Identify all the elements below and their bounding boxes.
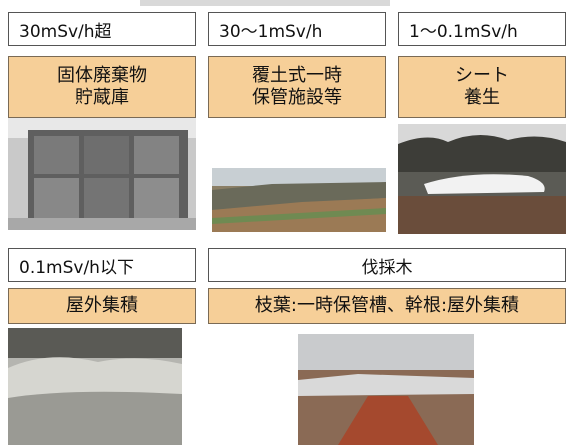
storage-method-2-line2: 保管施設等 (252, 87, 342, 108)
outdoor-pile-photo (8, 328, 182, 445)
tree-storage-photo (298, 334, 474, 445)
storage-method-1-line1: 固体廃棄物 (57, 64, 147, 86)
dose-range-label-2: 30〜1mSv/h (208, 12, 386, 46)
felled-trees-storage-method: 枝葉:一時保管槽、幹根:屋外集積 (208, 288, 566, 324)
storage-method-2-line1: 覆土式一時 (252, 64, 342, 86)
storage-method-3: シート 養生 (398, 56, 566, 118)
storage-method-3-line2: 養生 (464, 87, 500, 108)
dose-range-label-3: 1〜0.1mSv/h (398, 12, 566, 46)
dose-range-label-4: 0.1mSv/h以下 (8, 248, 196, 282)
storage-method-1: 固体廃棄物 貯蔵庫 (8, 56, 196, 118)
dose-range-label-1: 30mSv/h超 (8, 12, 196, 46)
sheet-covered-pile-photo (398, 124, 566, 234)
storage-method-2: 覆土式一時 保管施設等 (208, 56, 386, 118)
felled-trees-label: 伐採木 (208, 248, 566, 282)
storage-method-1-line2: 貯蔵庫 (75, 87, 129, 108)
storage-method-3-line1: シート (455, 64, 509, 86)
storage-building-photo (8, 118, 196, 230)
top-title-strip (140, 0, 390, 6)
storage-method-4: 屋外集積 (8, 288, 196, 324)
soil-covered-storage-photo (212, 168, 386, 232)
